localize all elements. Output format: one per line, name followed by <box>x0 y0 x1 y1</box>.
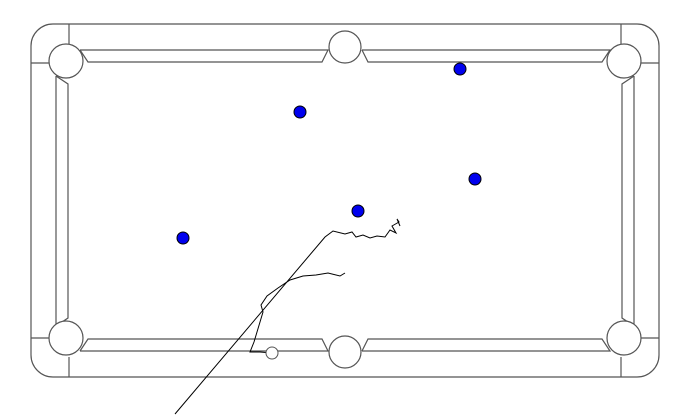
table-outer-rail <box>30 23 660 378</box>
pocket-bottom-left <box>48 320 84 356</box>
cushion-bottom-right <box>361 338 612 352</box>
cushion-bottom-left <box>79 338 329 352</box>
cushion-top-left <box>79 49 329 63</box>
ball[interactable] <box>468 172 482 186</box>
cushion-right <box>621 75 635 328</box>
pocket-bottom-right <box>606 320 642 356</box>
ball-path-trace <box>249 272 346 354</box>
pocket-bottom-middle <box>328 335 362 369</box>
pocket-top-left <box>48 43 84 79</box>
ball[interactable] <box>176 231 190 245</box>
cushion-left <box>55 75 69 328</box>
cue-ball[interactable] <box>265 346 279 360</box>
ball[interactable] <box>293 105 307 119</box>
ball[interactable] <box>351 204 365 218</box>
cue-trajectory-trace <box>174 218 401 415</box>
pocket-top-middle <box>328 30 362 64</box>
pocket-top-right <box>606 43 642 79</box>
ball[interactable] <box>453 62 467 76</box>
cushion-top-right <box>361 49 612 63</box>
